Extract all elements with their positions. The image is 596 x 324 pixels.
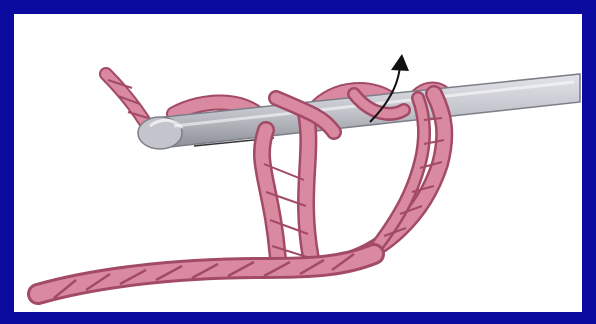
illustration-canvas	[14, 14, 582, 312]
crochet-illustration	[14, 14, 582, 312]
